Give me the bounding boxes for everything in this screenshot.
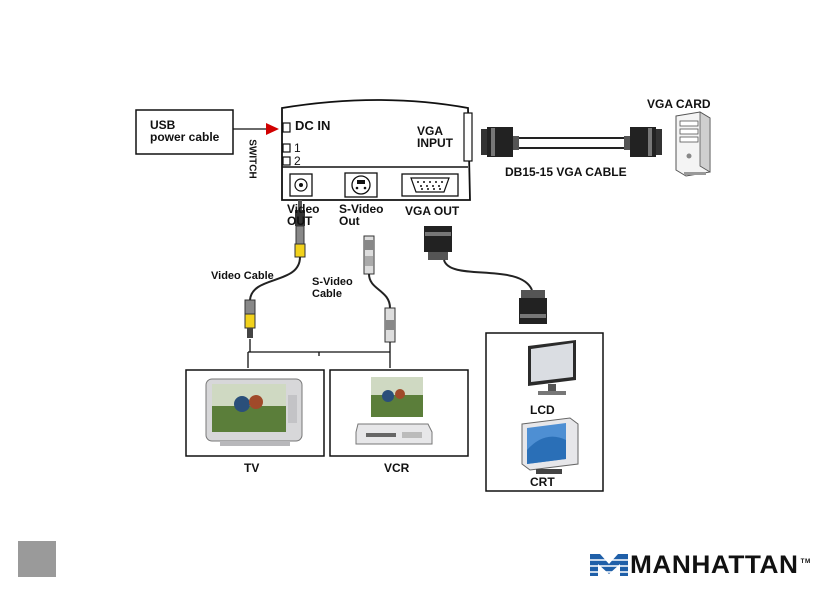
dc-in-label: DC IN xyxy=(295,120,330,132)
vga-cable-right-connector xyxy=(624,127,662,157)
pc-tower-icon xyxy=(676,112,710,176)
switch-pos2-marker xyxy=(283,157,290,165)
vga-cable-label: DB15-15 VGA CABLE xyxy=(505,166,627,178)
switch-pos1-marker xyxy=(283,144,290,152)
vcr-label: VCR xyxy=(384,462,409,474)
switch-pos1-label: 1 xyxy=(294,142,301,154)
vga-input-label-line2: INPUT xyxy=(417,137,453,149)
manhattan-m-icon xyxy=(588,550,630,580)
crt-label: CRT xyxy=(530,476,555,488)
vga-cable-left-connector xyxy=(481,127,519,157)
svideo-out-label-line2: Out xyxy=(339,215,360,227)
tv-icon xyxy=(206,379,302,446)
vga-card-label: VGA CARD xyxy=(647,98,711,110)
svideo-cable xyxy=(364,236,395,342)
dc-in-port xyxy=(283,123,290,132)
av-bracket xyxy=(248,339,390,368)
lcd-label: LCD xyxy=(530,404,555,416)
usb-label-line2: power cable xyxy=(150,131,219,143)
vga-input-port xyxy=(464,113,472,161)
manhattan-tm: TM xyxy=(801,559,811,565)
video-out-label-line2: OUT xyxy=(287,215,312,227)
svideo-cable-label-line1: S-Video xyxy=(312,276,353,288)
video-cable-label: Video Cable xyxy=(211,270,274,282)
red-arrow-icon xyxy=(266,123,279,135)
switch-pos2-label: 2 xyxy=(294,155,301,167)
vga-out-label: VGA OUT xyxy=(405,205,459,217)
manhattan-brand: MANHATTAN xyxy=(630,551,799,579)
svideo-cable-label-line2: Cable xyxy=(312,288,342,300)
page-number-tab xyxy=(18,541,56,577)
tv-label: TV xyxy=(244,462,259,474)
switch-label: SWITCH xyxy=(246,139,258,178)
vga-out-cable xyxy=(424,226,547,324)
